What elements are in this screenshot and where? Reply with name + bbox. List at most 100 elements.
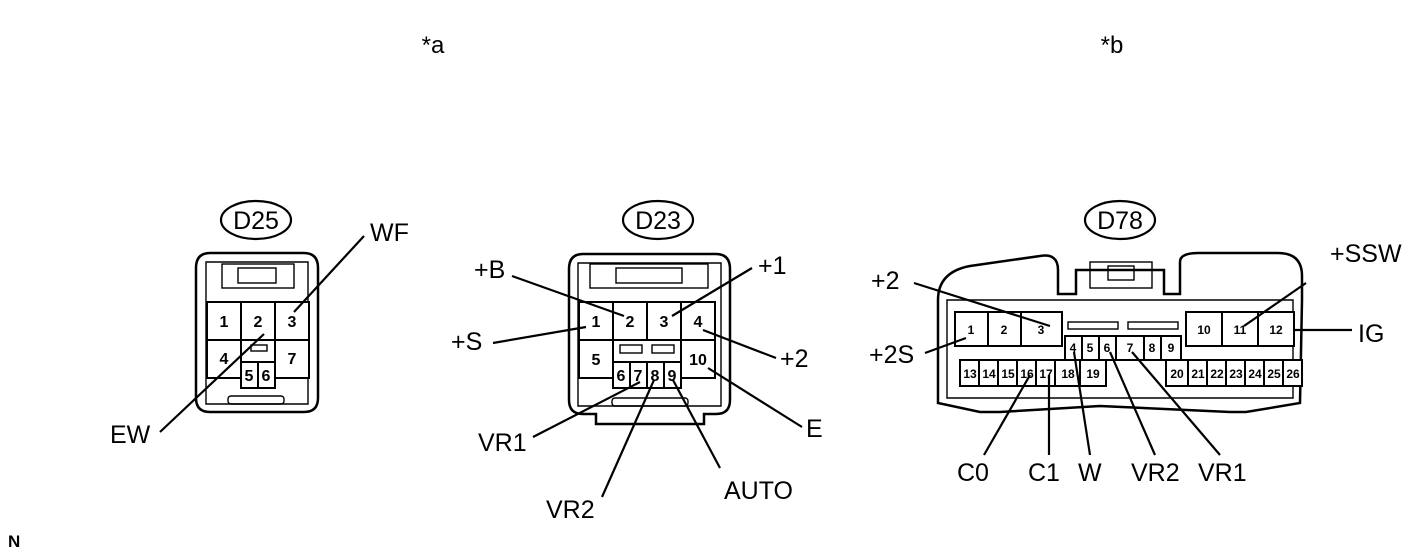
connector-d78-pin-19-number: 19 <box>1086 367 1100 381</box>
connector-d23-lock-latch <box>615 267 683 284</box>
connector-d23-name: D23 <box>635 207 681 235</box>
connector-d78-pin-2-number: 2 <box>1001 323 1008 337</box>
connector-d78-pin-14-number: 14 <box>982 367 996 381</box>
connector-d78-pin-12-number: 12 <box>1269 323 1283 337</box>
connector-d25-bottom-key <box>227 395 285 405</box>
connector-d78-pin-19 <box>1079 359 1107 387</box>
connector-d23-terminal-2: +2 <box>780 345 809 373</box>
connector-d78-leader-vr2 <box>1108 351 1157 456</box>
connector-d78-inner-rim <box>946 299 1294 399</box>
connector-d23-leader-b <box>511 274 625 318</box>
connector-d25-center-slot <box>250 344 268 352</box>
connector-d78-pin-17-number: 17 <box>1039 367 1053 381</box>
connector-d78-pin-3 <box>1020 311 1063 347</box>
connector-d23-pin-9-number: 9 <box>668 368 677 385</box>
connector-d78-terminal-vr2: VR2 <box>1131 459 1180 487</box>
connector-d78-terminal-ssw: +SSW <box>1330 240 1402 268</box>
connector-d25-pin-6-number: 6 <box>262 368 271 385</box>
connector-d23-leader-e <box>707 367 803 428</box>
footer-code: N <box>8 532 20 551</box>
connector-d78-pin-13-number: 13 <box>963 367 977 381</box>
connector-d78-terminal-w: W <box>1078 459 1102 487</box>
connector-d78-pin-18-number: 18 <box>1061 367 1075 381</box>
connector-d25-pin-1 <box>206 301 242 341</box>
connector-d23-pin-1-number: 1 <box>592 314 601 331</box>
connector-d23-leader-2 <box>702 328 777 360</box>
connector-d23-terminal-b: +B <box>474 256 505 284</box>
connector-d78-terminal-ig: IG <box>1358 320 1384 348</box>
connector-d25-pin-7 <box>274 339 310 379</box>
connector-d78-pin-9-number: 9 <box>1168 341 1175 355</box>
connector-d78-pin-11-number: 11 <box>1234 323 1247 337</box>
connector-d78-pin-23-number: 23 <box>1229 367 1243 381</box>
connector-d78-leader-w <box>1072 351 1092 456</box>
connector-d78-leader-ssw <box>1243 282 1307 327</box>
connector-d78-pin-7-number: 7 <box>1127 341 1134 355</box>
figure-label-b: *b <box>1101 32 1124 59</box>
connector-d78-terminal-c1: C1 <box>1028 459 1060 487</box>
connector-d78-pin-1-number: 1 <box>968 323 975 337</box>
connector-d78-lock-tab <box>1089 261 1153 289</box>
connector-d23-center-slot-right <box>651 344 675 354</box>
connector-d23-center-slot-left <box>619 344 643 354</box>
connector-d78-pin-11 <box>1221 311 1259 347</box>
connector-d25-lock-latch <box>237 267 277 284</box>
connector-d78-pin-16-number: 16 <box>1020 367 1034 381</box>
connector-d25-pin-2-number: 2 <box>254 314 263 331</box>
connector-d78-pin-25-number: 25 <box>1267 367 1281 381</box>
connector-d78-pin-6-number: 6 <box>1104 341 1111 355</box>
connector-d25-pin-5-number: 5 <box>245 368 254 385</box>
connector-d78-terminal-vr1: VR1 <box>1198 459 1247 487</box>
connector-d25-pin-3-number: 3 <box>288 314 297 331</box>
connector-d25-leader-ew <box>159 333 265 433</box>
connector-d23: D23 1 2 3 4 5 6 7 8 9 10 +B +1 +S <box>451 199 823 524</box>
connector-d23-pin-8-number: 8 <box>651 368 660 385</box>
connector-d25: D25 1 2 3 4 5 6 7 WF EW <box>110 199 409 449</box>
connector-d23-pin-2-number: 2 <box>626 314 635 331</box>
connector-d78-leader-2 <box>913 281 1051 328</box>
connector-d23-pin-10 <box>680 339 716 379</box>
connector-d23-terminal-vr2: VR2 <box>546 496 595 524</box>
connector-d25-pin-1-number: 1 <box>220 314 229 331</box>
connector-d78-leader-2s <box>924 336 967 355</box>
connector-d78-leader-c0 <box>983 374 1031 456</box>
connector-d23-pin-3-number: 3 <box>660 314 669 331</box>
connector-d25-pin-7-number: 7 <box>288 351 297 368</box>
connector-d25-name: D25 <box>233 207 279 235</box>
connector-d23-lock-tab <box>589 263 709 289</box>
connector-d25-terminal-ew: EW <box>110 421 151 449</box>
connector-d78-terminal-2: +2 <box>871 267 900 295</box>
connector-d78-badge <box>1083 199 1157 241</box>
connector-d78-pin-8-number: 8 <box>1149 341 1156 355</box>
connector-d78-pin-26 <box>1282 359 1303 387</box>
connector-d78-leader-vr1 <box>1131 351 1221 456</box>
connector-d23-leader-auto <box>672 379 721 469</box>
connector-d78-center-slot-right <box>1127 321 1179 330</box>
connector-d78-center-slot-left <box>1067 321 1119 330</box>
connector-d25-leader-wf <box>293 235 365 313</box>
connector-d23-leader-1 <box>671 267 753 317</box>
connector-d23-terminal-auto: AUTO <box>724 477 793 505</box>
connector-d25-pin-4-number: 4 <box>220 351 229 368</box>
connector-d78-pin-3-number: 3 <box>1038 323 1045 337</box>
connector-d23-pin-6-number: 6 <box>617 368 626 385</box>
connector-d78-pin-22-number: 22 <box>1210 367 1224 381</box>
connector-d23-pin-7-number: 7 <box>634 368 643 385</box>
figure-label-a: *a <box>422 32 445 59</box>
connector-d78-pin-15-number: 15 <box>1001 367 1015 381</box>
connector-d25-badge <box>219 199 293 241</box>
connector-d25-terminal-wf: WF <box>370 219 409 247</box>
connector-d23-pin-10-number: 10 <box>689 352 707 369</box>
connector-d23-leader-vr1 <box>532 381 641 438</box>
connector-d23-terminal-s: +S <box>451 328 482 356</box>
connector-d78-pin-4-number: 4 <box>1070 341 1077 355</box>
connector-d25-pin-2 <box>240 301 276 341</box>
connector-d23-terminal-1: +1 <box>758 252 787 280</box>
connector-d23-terminal-vr1: VR1 <box>478 429 527 457</box>
connector-d78-lock-latch <box>1107 265 1135 281</box>
connector-d23-leader-s <box>492 325 587 345</box>
connector-d23-leader-vr2 <box>600 379 656 498</box>
connector-d23-pin-4-number: 4 <box>694 314 703 331</box>
connector-d23-bottom-key <box>611 397 689 407</box>
